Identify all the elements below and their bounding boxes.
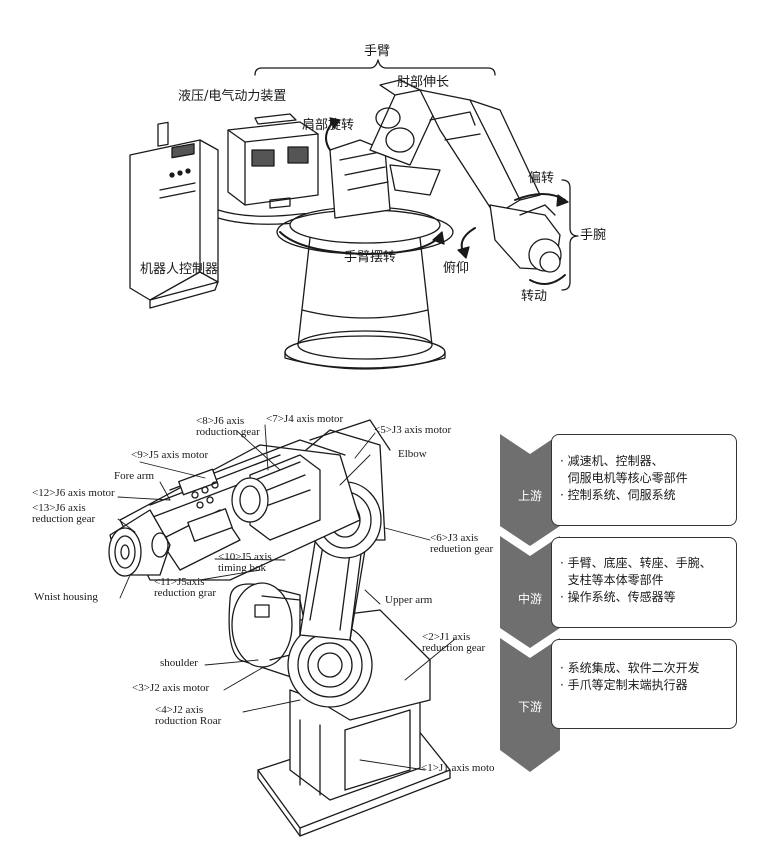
upstream-item: 伺服电机等核心零部件 bbox=[560, 471, 688, 485]
robot-wrist bbox=[489, 204, 562, 273]
label-wrist-housing: Wnist housing bbox=[34, 591, 98, 603]
chevron-label-downstream: 下游 bbox=[517, 700, 542, 714]
robot-bottom-wrist bbox=[108, 509, 171, 577]
label-j5-reduction: <11>J5axis reduction grar bbox=[154, 576, 216, 599]
robot-pedestal bbox=[276, 206, 454, 370]
label-shoulder-rotation: 肩部旋转 bbox=[302, 118, 355, 133]
arm-swing-arrow bbox=[279, 231, 441, 255]
label-arm-swing: 手臂摆转 bbox=[344, 250, 397, 265]
label-j6-reduction-gear: <8>J6 axis roduction gear bbox=[196, 415, 260, 438]
label-power-unit: 液压/电气动力装置 bbox=[178, 89, 287, 104]
label-j5-motor: <9>J5 axis motor bbox=[131, 449, 209, 461]
label-elbow-extension: 肘部伸长 bbox=[397, 75, 450, 90]
label-j6-axis-reduction: <13>J6 axis reduction gear bbox=[32, 502, 96, 525]
downstream-box: · 系统集成、软件二次开发 · 手爪等定制末端执行器 bbox=[551, 639, 737, 729]
chevron-label-upstream: 上游 bbox=[517, 489, 542, 503]
label-j2-reduction: <4>J2 axis roduction Roar bbox=[155, 704, 222, 727]
label-controller: 机器人控制器 bbox=[140, 262, 219, 277]
downstream-item: · 系统集成、软件二次开发 bbox=[560, 661, 700, 675]
label-pitch: 俯仰 bbox=[443, 261, 470, 276]
chevrons bbox=[500, 434, 560, 772]
robot-forearm bbox=[419, 89, 541, 216]
wrist-brace bbox=[561, 179, 579, 291]
label-j5-timing: <10>J5 axis timing bok bbox=[218, 551, 272, 574]
downstream-item: · 手爪等定制末端执行器 bbox=[560, 678, 688, 692]
label-elbow: Elbow bbox=[398, 448, 427, 460]
roll-arrow bbox=[529, 274, 566, 285]
power-unit bbox=[227, 113, 319, 209]
midstream-item: · 操作系统、传感器等 bbox=[560, 590, 676, 604]
label-j6-motor: <12>J6 axis motor bbox=[32, 487, 115, 499]
arm-brace bbox=[254, 59, 496, 76]
robot-base bbox=[257, 689, 451, 837]
label-j3-motor: <5>J3 axis motor bbox=[374, 424, 452, 436]
robot-upper-arm bbox=[369, 79, 441, 196]
label-roll: 转动 bbox=[521, 289, 548, 304]
chevron-downstream bbox=[500, 638, 560, 772]
label-j1-motor: <1>J1 axis moto bbox=[421, 762, 495, 774]
chevron-label-midstream: 中游 bbox=[517, 592, 542, 606]
robot-shoulder bbox=[325, 117, 391, 219]
upstream-item: · 减速机、控制器、 bbox=[560, 454, 664, 468]
label-wrist: 手腕 bbox=[580, 228, 607, 243]
label-arm: 手臂 bbox=[364, 44, 391, 59]
controller-cabinet bbox=[129, 121, 219, 309]
label-yaw: 偏转 bbox=[528, 171, 555, 186]
label-j1-reduction: <2>J1 axis reduction gear bbox=[422, 631, 486, 654]
midstream-box: · 手臂、底座、转座、手腕、 支柱等本体零部件 · 操作系统、传感器等 bbox=[551, 537, 737, 628]
label-shoulder: shoulder bbox=[160, 657, 198, 669]
label-j3-reduction: <6>J3 axis reduetion gear bbox=[430, 532, 494, 555]
upstream-item: · 控制系统、伺服系统 bbox=[560, 488, 676, 502]
upstream-box: · 减速机、控制器、 伺服电机等核心零部件 · 控制系统、伺服系统 bbox=[551, 434, 737, 526]
label-j2-motor: <3>J2 axis motor bbox=[132, 682, 210, 694]
label-j4-motor: <7>J4 axis motor bbox=[266, 413, 344, 425]
midstream-item: · 手臂、底座、转座、手腕、 bbox=[560, 556, 712, 570]
leader-lines bbox=[117, 424, 456, 771]
label-upper-arm: Upper arm bbox=[385, 594, 433, 606]
chevron-upstream bbox=[500, 434, 560, 546]
chevron-midstream bbox=[500, 536, 560, 648]
label-fore-arm: Fore arm bbox=[114, 470, 155, 482]
midstream-item: 支柱等本体零部件 bbox=[560, 573, 664, 587]
